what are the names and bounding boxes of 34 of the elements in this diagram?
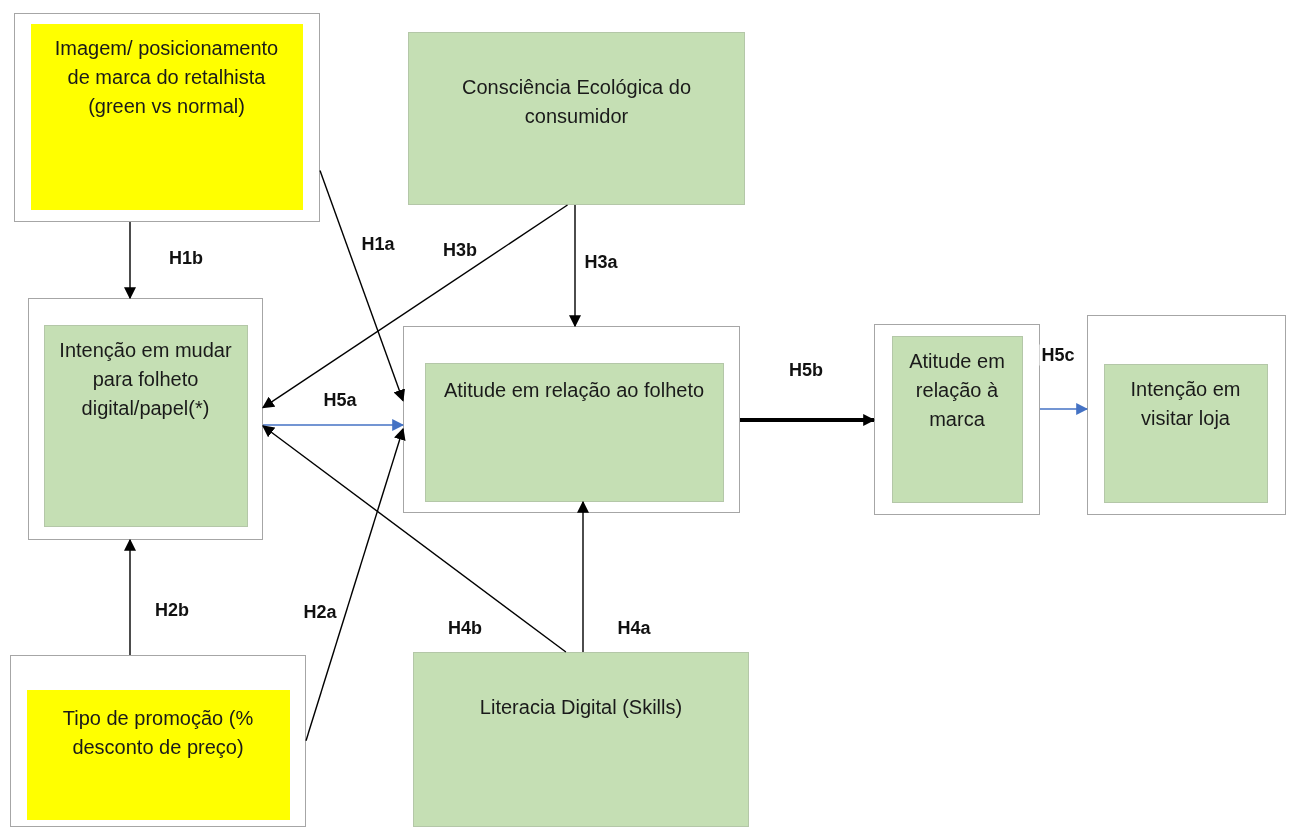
construct-box — [891, 335, 1023, 503]
frame-box — [1087, 315, 1286, 515]
construct-label: Atitude em relação à marca — [908, 348, 1006, 432]
construct-label: Atitude em relação ao folheto — [443, 377, 705, 403]
construct-box — [413, 652, 749, 827]
frame-box — [10, 655, 306, 827]
construct-box — [30, 23, 303, 210]
edge-label: H5c — [1039, 344, 1077, 366]
frame-box — [28, 298, 263, 540]
arrow — [262, 419, 405, 431]
frame-box — [403, 326, 740, 513]
construct-label: Consciência Ecológica do consumidor — [461, 75, 692, 129]
arrow — [124, 538, 136, 656]
construct-box — [424, 362, 724, 502]
arrow — [319, 169, 405, 402]
construct-label: Tipo de promoção (% desconto de preço) — [61, 705, 255, 760]
arrow — [577, 500, 589, 653]
arrow — [124, 221, 136, 300]
construct-label: Imagem/ posicionamento de marca do retalhista (green vs normal) — [53, 35, 280, 119]
arrow — [262, 204, 569, 409]
construct-box — [1103, 363, 1268, 503]
construct-label: Literacia Digital (Skills) — [479, 695, 683, 720]
construct-label: Intenção em visitar loja — [1129, 376, 1242, 431]
arrow — [740, 414, 876, 426]
arrow — [1039, 403, 1089, 415]
construct-label: Intenção em mudar para folheto digital/papel(*) — [58, 337, 233, 421]
construct-box — [26, 689, 290, 820]
construct-box — [43, 324, 248, 527]
construct-box — [408, 32, 745, 205]
frame-box — [874, 324, 1040, 515]
arrow — [569, 204, 581, 328]
arrow — [262, 425, 567, 653]
arrow — [305, 427, 406, 742]
frame-box — [14, 13, 320, 222]
